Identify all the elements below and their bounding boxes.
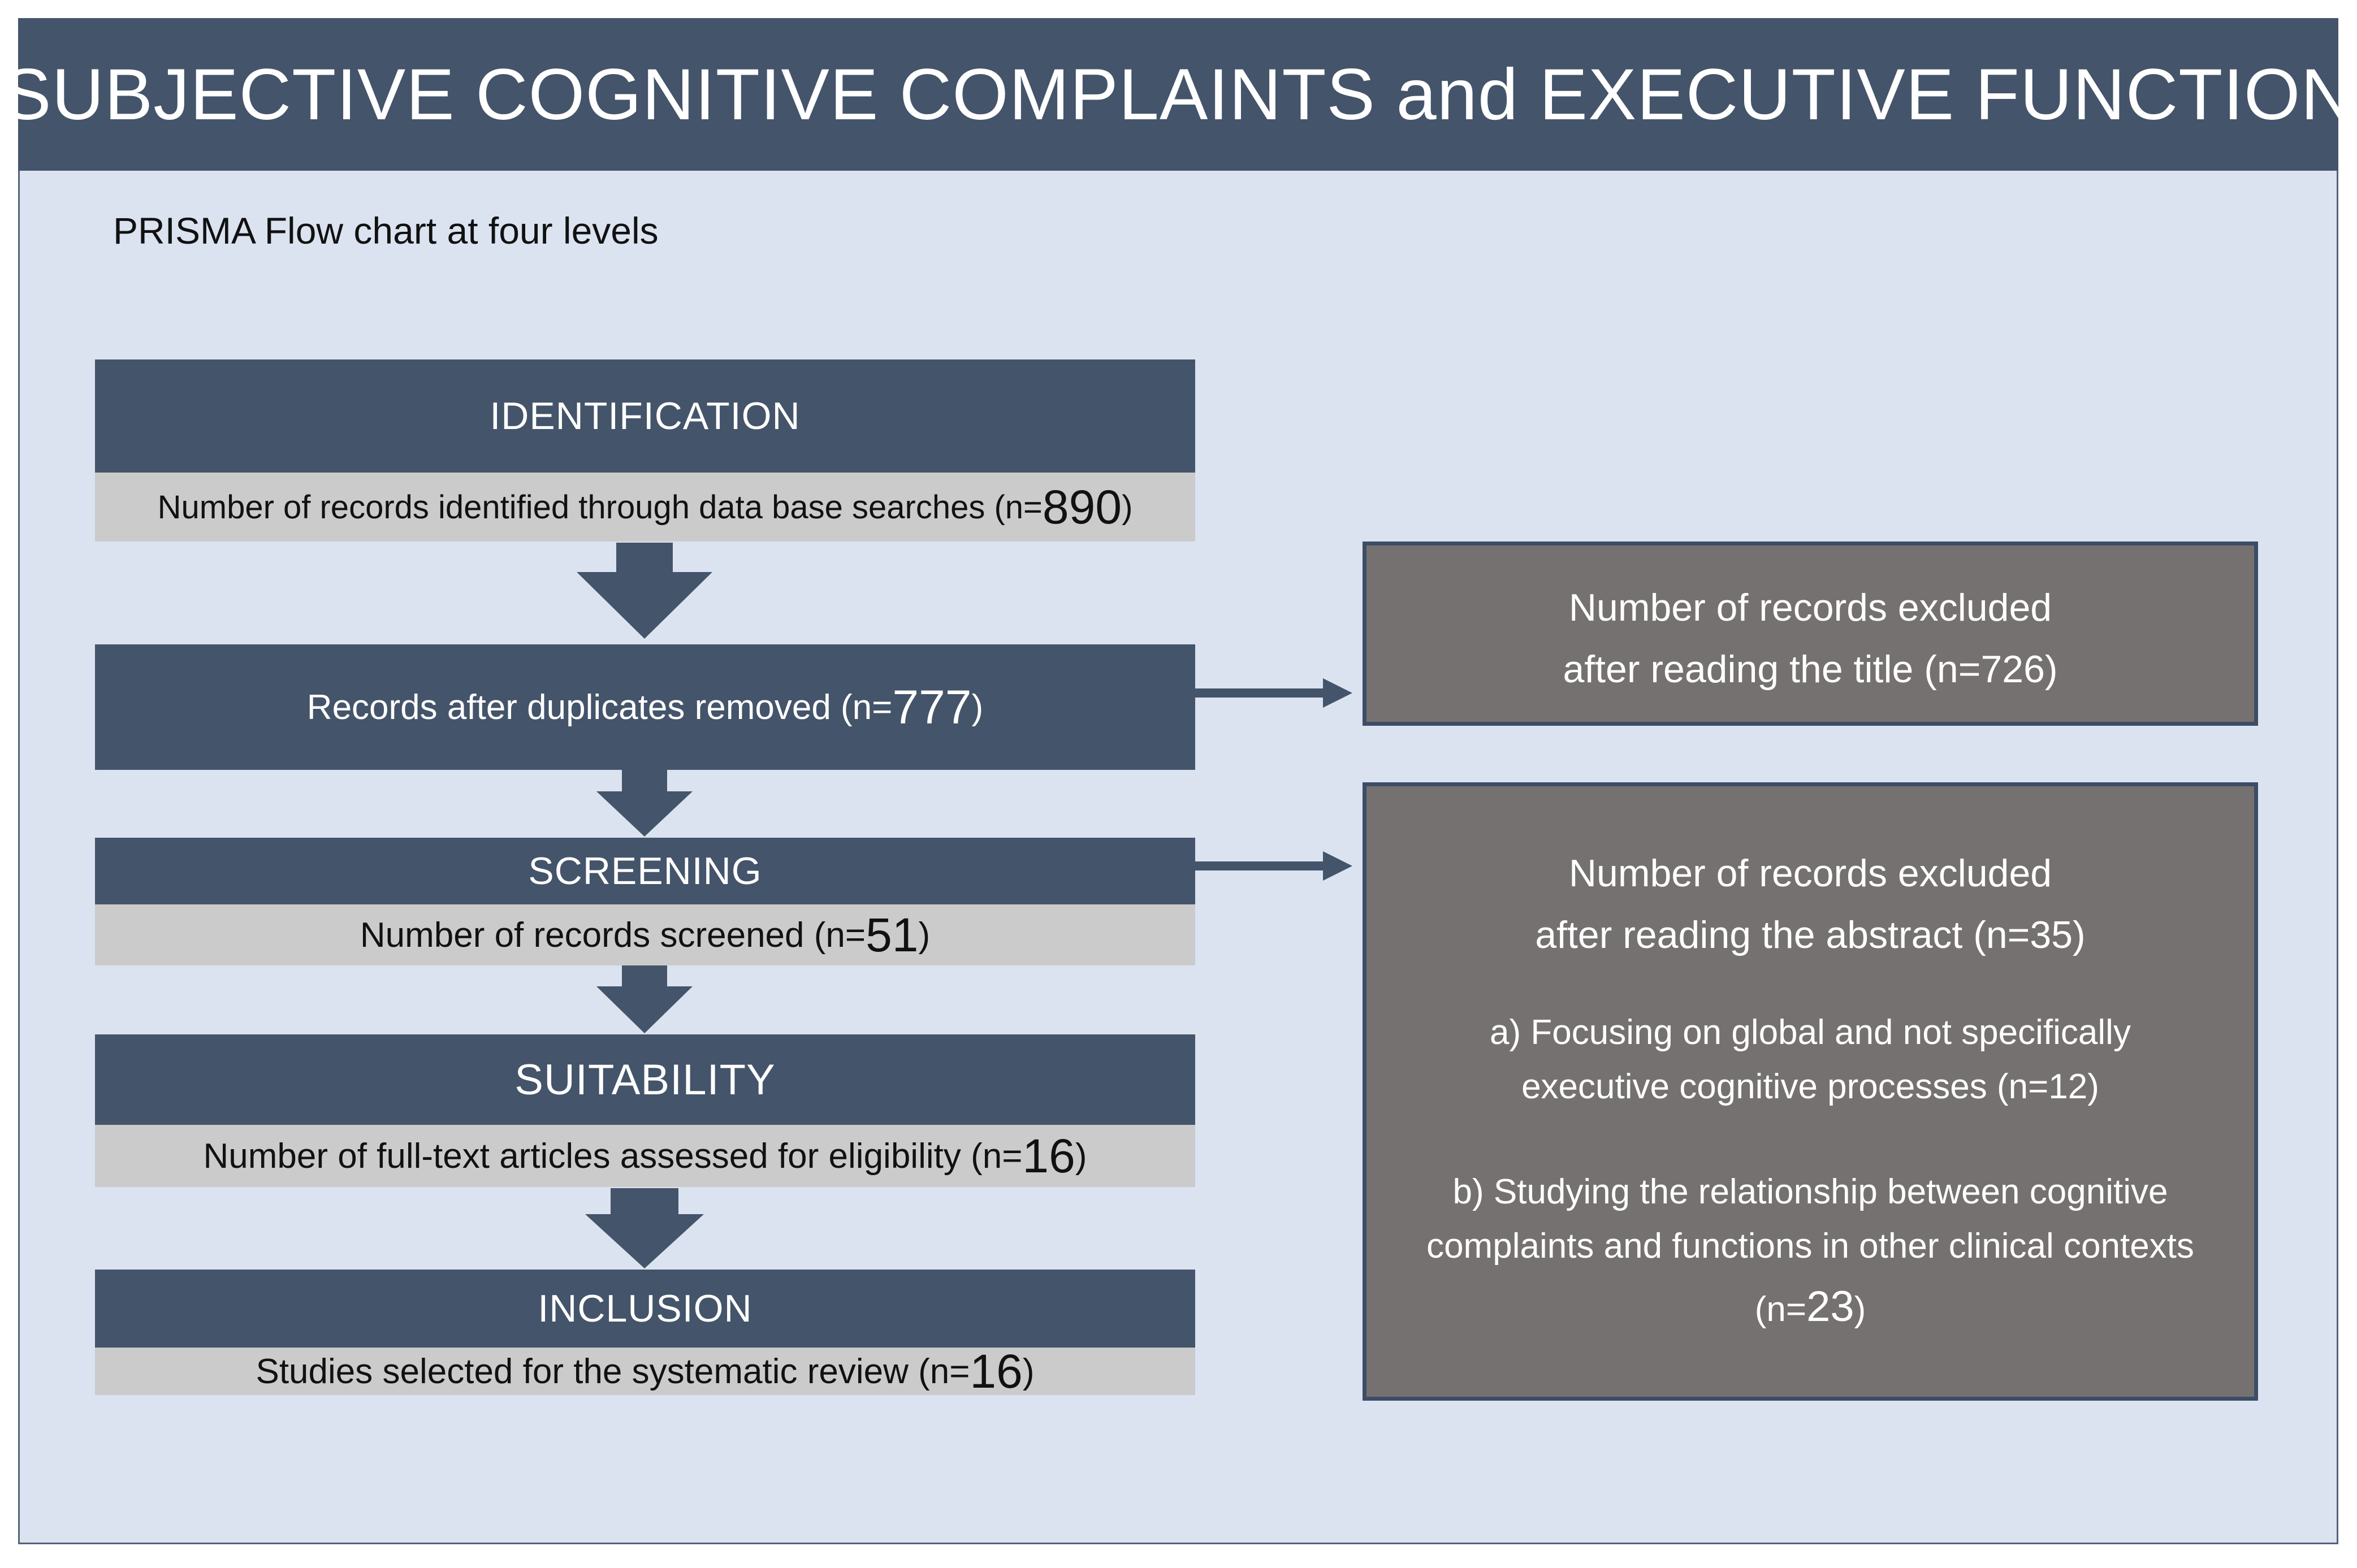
duplicates-count-text: Records after duplicates removed (n= (306, 687, 893, 727)
excluded-abstract-line1: Number of records excluded (1568, 852, 2052, 895)
screening-heading: SCREENING (95, 838, 1195, 904)
right-arrow-icon (1195, 678, 1352, 708)
excluded-abstract-line2: after reading the abstract (n=35) (1535, 913, 2086, 956)
inclusion-count-box: Studies selected for the systematic revi… (95, 1345, 1195, 1398)
inclusion-count-value: 16 (970, 1344, 1023, 1398)
identification-heading: IDENTIFICATION (95, 359, 1195, 473)
screening-count-close: ) (918, 915, 931, 955)
down-arrow-icon (596, 770, 693, 837)
duplicates-count-close: ) (971, 687, 984, 727)
screening-count-value: 51 (866, 908, 919, 961)
down-arrow-icon (596, 965, 693, 1033)
screening-count-box: Number of records screened (n=51) (95, 904, 1195, 965)
excluded-title-line2: after reading the title (n=726) (1563, 647, 2058, 691)
page-title: SUBJECTIVE COGNITIVE COMPLAINTS and EXEC… (3, 18, 2353, 171)
duplicates-count-value: 777 (892, 680, 972, 734)
suitability-heading-label: SUITABILITY (514, 1055, 776, 1104)
excluded-title-box: Number of records excluded after reading… (1363, 542, 2258, 726)
suitability-count-value: 16 (1022, 1129, 1075, 1183)
identification-count-text: Number of records identified through dat… (157, 488, 1043, 526)
inclusion-heading-label: INCLUSION (538, 1287, 752, 1330)
diagram-subtitle: PRISMA Flow chart at four levels (113, 210, 659, 252)
identification-count-value: 890 (1042, 480, 1122, 534)
excluded-abstract-box: Number of records excluded after reading… (1363, 782, 2258, 1401)
excluded-title-line1: Number of records excluded (1568, 586, 2052, 629)
duplicates-removed-box: Records after duplicates removed (n=777) (95, 644, 1195, 770)
screening-count-text: Number of records screened (n= (360, 915, 866, 955)
suitability-count-close: ) (1075, 1136, 1087, 1176)
inclusion-count-text: Studies selected for the systematic revi… (256, 1352, 970, 1391)
inclusion-heading: INCLUSION (95, 1270, 1195, 1348)
inclusion-count-close: ) (1022, 1352, 1035, 1391)
suitability-count-box: Number of full-text articles assessed fo… (95, 1125, 1195, 1187)
exclusion-reason-b-count-value: 23 (1806, 1282, 1854, 1331)
exclusion-reason-b-line1: b) Studying the relationship between cog… (1452, 1172, 2168, 1211)
suitability-heading: SUITABILITY (95, 1034, 1195, 1125)
identification-count-box: Number of records identified through dat… (95, 473, 1195, 542)
exclusion-reason-b-line3: (n=23) (1366, 1274, 2254, 1340)
exclusion-reason-a: a) Focusing on global and not specifical… (1366, 1006, 2254, 1114)
exclusion-reason-b: b) Studying the relationship between cog… (1366, 1165, 2254, 1340)
exclusion-reason-b-line2: complaints and functions in other clinic… (1426, 1226, 2194, 1266)
exclusion-reason-b-count-pre: (n= (1754, 1289, 1807, 1329)
down-arrow-icon (585, 1188, 704, 1268)
identification-count-close: ) (1122, 488, 1133, 526)
identification-heading-label: IDENTIFICATION (490, 395, 801, 438)
down-arrow-icon (577, 543, 712, 639)
right-arrow-icon (1195, 851, 1352, 881)
suitability-count-text: Number of full-text articles assessed fo… (203, 1136, 1023, 1176)
screening-heading-label: SCREENING (528, 850, 762, 893)
exclusion-reason-a-line1: a) Focusing on global and not specifical… (1490, 1012, 2131, 1052)
exclusion-reason-b-count-post: ) (1854, 1289, 1866, 1329)
exclusion-reason-a-line2: executive cognitive processes (n=12) (1521, 1067, 2099, 1106)
